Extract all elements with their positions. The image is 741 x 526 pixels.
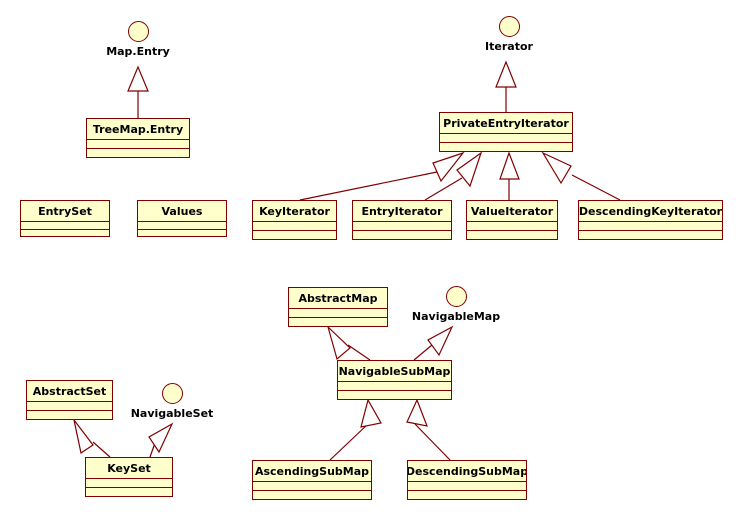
class-name: NavigableSubMap xyxy=(338,361,451,382)
edge-descending-submap-to-navigable-submap xyxy=(406,398,451,461)
interface-node-navigable-set[interactable]: NavigableSet xyxy=(112,383,232,420)
operations-compartment xyxy=(440,143,572,151)
class-name: AscendingSubMap xyxy=(253,461,371,482)
class-name: DescendingKeyIterator xyxy=(579,201,722,222)
attributes-compartment xyxy=(353,222,451,231)
class-box-ascending-submap[interactable]: AscendingSubMap xyxy=(252,460,372,500)
attributes-compartment xyxy=(253,482,371,491)
class-name: EntryIterator xyxy=(353,201,451,222)
operations-compartment xyxy=(289,318,387,326)
class-box-treemap-entry[interactable]: TreeMap.Entry xyxy=(86,118,190,158)
class-box-navigable-submap[interactable]: NavigableSubMap xyxy=(337,360,452,400)
edge-private-entry-iterator-to-iterator xyxy=(495,60,517,112)
edge-ascending-submap-to-navigable-submap xyxy=(329,398,382,461)
interface-circle-icon xyxy=(127,21,149,42)
operations-compartment xyxy=(21,230,109,237)
edge-keyset-to-navigable-set xyxy=(148,422,174,458)
attributes-compartment xyxy=(87,140,189,149)
class-name: KeyIterator xyxy=(253,201,336,222)
edge-key-iterator-to-private-entry-iterator xyxy=(299,151,465,201)
class-box-entryset[interactable]: EntrySet xyxy=(20,200,110,237)
attributes-compartment xyxy=(86,479,172,488)
class-box-private-entry-iterator[interactable]: PrivateEntryIterator xyxy=(439,112,573,152)
attributes-compartment xyxy=(408,482,526,491)
class-name: KeySet xyxy=(86,458,172,479)
class-box-entry-iterator[interactable]: EntryIterator xyxy=(352,200,452,240)
attributes-compartment xyxy=(138,222,226,230)
operations-compartment xyxy=(86,488,172,496)
operations-compartment xyxy=(87,149,189,157)
interface-label: NavigableMap xyxy=(411,310,501,323)
edge-treemap-entry-to-map-entry xyxy=(127,65,149,118)
class-name: TreeMap.Entry xyxy=(87,119,189,140)
class-name: AbstractMap xyxy=(289,288,387,309)
class-box-descending-submap[interactable]: DescendingSubMap xyxy=(407,460,527,500)
attributes-compartment xyxy=(289,309,387,318)
interface-node-navigable-map[interactable]: NavigableMap xyxy=(396,286,516,323)
class-box-keyset[interactable]: KeySet xyxy=(85,457,173,497)
attributes-compartment xyxy=(253,222,336,231)
operations-compartment xyxy=(408,491,526,499)
edge-navigable-submap-to-navigable-map xyxy=(413,325,454,361)
operations-compartment xyxy=(253,491,371,499)
operations-compartment xyxy=(338,391,451,399)
class-box-descending-key-iterator[interactable]: DescendingKeyIterator xyxy=(578,200,723,240)
attributes-compartment xyxy=(467,222,557,231)
operations-compartment xyxy=(467,231,557,239)
interface-node-map-entry[interactable]: Map.Entry xyxy=(78,21,198,58)
class-name: EntrySet xyxy=(21,201,109,222)
interface-label: NavigableSet xyxy=(130,407,214,420)
operations-compartment xyxy=(353,231,451,239)
edge-descending-key-iterator-to-private-entry-iterator xyxy=(541,151,621,201)
interface-node-iterator[interactable]: Iterator xyxy=(449,16,569,53)
interface-circle-icon xyxy=(498,16,520,37)
class-name: AbstractSet xyxy=(27,381,112,402)
class-box-abstract-set[interactable]: AbstractSet xyxy=(26,380,113,420)
attributes-compartment xyxy=(579,222,722,231)
interface-label: Map.Entry xyxy=(106,45,170,58)
operations-compartment xyxy=(27,411,112,419)
edge-navigable-submap-to-abstract-map xyxy=(326,325,371,361)
class-name: Values xyxy=(138,201,226,222)
interface-circle-icon xyxy=(445,286,467,307)
class-box-values[interactable]: Values xyxy=(137,200,227,237)
edge-entry-iterator-to-private-entry-iterator xyxy=(424,151,483,201)
operations-compartment xyxy=(579,231,722,239)
class-name: ValueIterator xyxy=(467,201,557,222)
class-name: DescendingSubMap xyxy=(408,461,526,482)
attributes-compartment xyxy=(338,382,451,391)
attributes-compartment xyxy=(440,134,572,143)
class-box-key-iterator[interactable]: KeyIterator xyxy=(252,200,337,240)
interface-circle-icon xyxy=(161,383,183,404)
attributes-compartment xyxy=(21,222,109,230)
attributes-compartment xyxy=(27,402,112,411)
interface-label: Iterator xyxy=(485,40,533,53)
edge-keyset-to-abstract-set xyxy=(73,419,111,458)
operations-compartment xyxy=(138,230,226,237)
operations-compartment xyxy=(253,231,336,239)
class-name: PrivateEntryIterator xyxy=(440,113,572,134)
class-box-abstract-map[interactable]: AbstractMap xyxy=(288,287,388,327)
edge-value-iterator-to-private-entry-iterator xyxy=(499,151,520,200)
class-box-value-iterator[interactable]: ValueIterator xyxy=(466,200,558,240)
